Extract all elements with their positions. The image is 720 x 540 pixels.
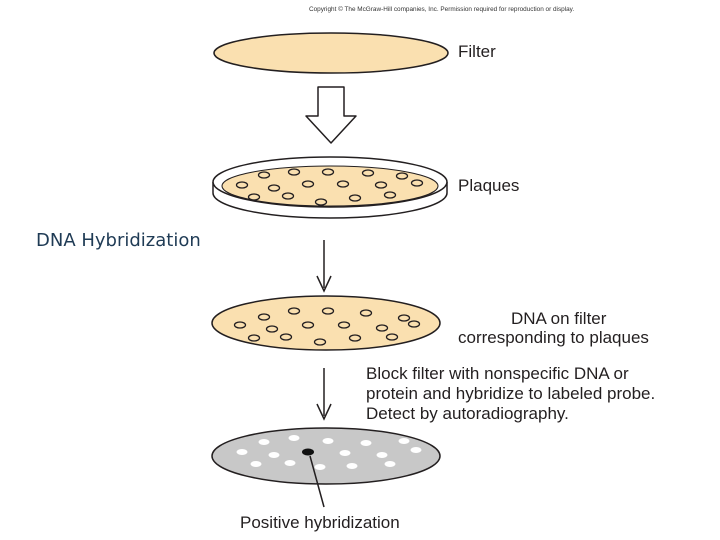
filter-spot bbox=[321, 307, 335, 315]
plaque bbox=[348, 194, 362, 202]
plaque bbox=[374, 181, 388, 189]
dna-label-line1: DNA on filter bbox=[511, 309, 607, 328]
filter-spot bbox=[375, 324, 389, 332]
filter-spot bbox=[233, 321, 247, 329]
autorad-spot bbox=[258, 439, 270, 445]
filter-spot bbox=[359, 309, 373, 317]
plaque bbox=[267, 184, 281, 192]
dna-filter bbox=[211, 295, 441, 351]
autorad-spot bbox=[236, 449, 248, 455]
autorad-spot bbox=[360, 440, 372, 446]
arrow-down-1 bbox=[316, 240, 332, 293]
filter-spot bbox=[301, 321, 315, 329]
filter-spot bbox=[287, 307, 301, 315]
filter-label: Filter bbox=[458, 42, 496, 61]
autoradiograph bbox=[211, 427, 441, 508]
positive-pointer bbox=[309, 455, 325, 508]
positive-label: Positive hybridization bbox=[240, 513, 400, 532]
plaques-group bbox=[235, 168, 424, 206]
autorad-spot bbox=[322, 438, 334, 444]
autorad-spot bbox=[346, 463, 358, 469]
plaque bbox=[321, 168, 335, 176]
positive-spot bbox=[302, 448, 314, 456]
filter-spot bbox=[257, 313, 271, 321]
autorad-spot bbox=[288, 435, 300, 441]
filter-spot bbox=[397, 314, 411, 322]
plaque bbox=[281, 192, 295, 200]
arrow-down-2 bbox=[316, 368, 332, 421]
filter-spot bbox=[348, 334, 362, 342]
plaque bbox=[383, 191, 397, 199]
dna-label-line2: corresponding to plaques bbox=[458, 328, 649, 347]
filter-spot bbox=[385, 333, 399, 341]
slide-title: DNA Hybridization bbox=[36, 230, 201, 251]
filter-spot bbox=[407, 320, 421, 328]
autorad-spot bbox=[339, 450, 351, 456]
block-label-line1: Block filter with nonspecific DNA or bbox=[366, 364, 629, 383]
autorad-spot bbox=[314, 464, 326, 470]
block-label-line2: protein and hybridize to labeled probe. bbox=[366, 384, 656, 403]
plaque bbox=[336, 180, 350, 188]
plaque bbox=[361, 169, 375, 177]
plaque bbox=[235, 181, 249, 189]
plaque-lawn bbox=[221, 165, 439, 207]
plaque bbox=[301, 180, 315, 188]
plaque bbox=[410, 179, 424, 187]
plaque bbox=[395, 172, 409, 180]
filter-spots-group bbox=[233, 307, 421, 346]
filter-spot bbox=[313, 338, 327, 346]
block-arrow bbox=[305, 86, 357, 144]
filter-spot bbox=[337, 321, 351, 329]
filter-spot bbox=[279, 333, 293, 341]
filter-spot bbox=[247, 334, 261, 342]
filter-disk bbox=[213, 32, 449, 74]
autorad-spots-group bbox=[236, 435, 422, 470]
autorad-spot bbox=[268, 452, 280, 458]
autorad-spot bbox=[250, 461, 262, 467]
filter-spot bbox=[265, 325, 279, 333]
autorad-spot bbox=[384, 461, 396, 467]
plaque bbox=[247, 193, 261, 201]
copyright-notice: Copyright © The McGraw-Hill companies, I… bbox=[309, 6, 575, 13]
plaque bbox=[287, 168, 301, 176]
autorad-spot bbox=[376, 452, 388, 458]
plaque bbox=[314, 198, 328, 206]
plaque bbox=[257, 171, 271, 179]
autorad-spot bbox=[398, 438, 410, 444]
plaques-label: Plaques bbox=[458, 176, 520, 195]
block-label-line3: Detect by autoradiography. bbox=[366, 404, 569, 423]
autorad-spot bbox=[284, 460, 296, 466]
autorad-spot bbox=[410, 447, 422, 453]
petri-dish bbox=[212, 156, 448, 219]
